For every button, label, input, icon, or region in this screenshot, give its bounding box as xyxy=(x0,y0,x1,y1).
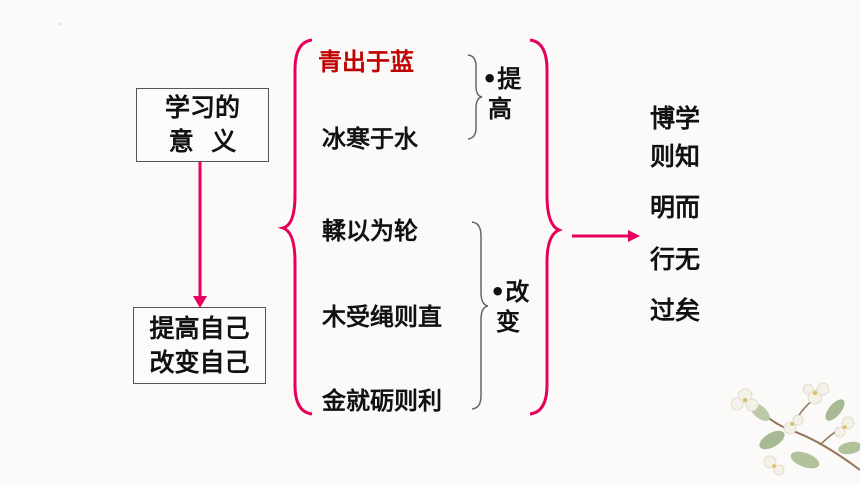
result-line-1: 博学 xyxy=(650,104,701,133)
right-curly-brace xyxy=(529,38,563,416)
improve-self-line: 提高自己 xyxy=(149,314,250,343)
improve-label-line-1: •提 xyxy=(482,65,522,93)
result-line-4: 行无 xyxy=(650,245,701,274)
down-arrow-head xyxy=(193,296,207,308)
phrase-3: 輮以为轮 xyxy=(322,217,418,245)
phrase-4: 木受绳则直 xyxy=(322,303,442,331)
change-label-line-1: •改 xyxy=(490,278,530,306)
result-line-2: 则知 xyxy=(650,142,701,171)
flower-branch-decoration xyxy=(730,382,860,476)
self-improvement-box: 提高自己 改变自己 xyxy=(133,307,266,384)
phrase-5: 金就砺则利 xyxy=(322,387,442,415)
change-self-line: 改变自己 xyxy=(149,348,250,377)
right-arrow-head xyxy=(628,230,640,242)
phrase-1: 青出于蓝 xyxy=(318,48,414,76)
improve-label-line-2: 高 xyxy=(488,95,512,123)
change-label: •改 变 xyxy=(490,277,529,337)
result-line-5: 过矣 xyxy=(650,296,701,325)
meaning-line-1: 学习的 xyxy=(164,93,240,122)
meaning-line-2: 意 义 xyxy=(168,127,237,156)
phrase-2: 冰寒于水 xyxy=(322,125,418,153)
corner-dot: · xyxy=(58,20,61,29)
change-group-brace xyxy=(471,221,489,410)
left-curly-brace xyxy=(277,38,313,416)
improve-label: •提 高 xyxy=(482,64,521,124)
improve-group-brace xyxy=(467,54,483,140)
change-label-line-2: 变 xyxy=(496,308,520,336)
result-line-3: 明而 xyxy=(650,193,701,222)
meaning-of-learning-box: 学习的 意 义 xyxy=(136,88,269,162)
